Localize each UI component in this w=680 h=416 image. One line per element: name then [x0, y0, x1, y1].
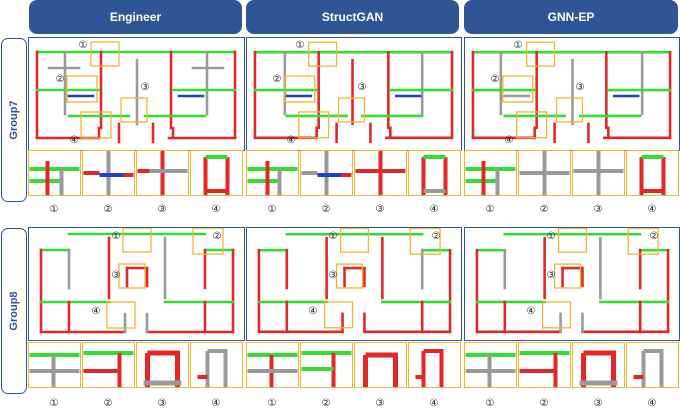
zoom-number: ④	[211, 204, 221, 215]
callout-number: ②	[431, 231, 441, 242]
zoom-number: ②	[103, 398, 113, 409]
zoom-number: ③	[375, 204, 385, 215]
group8-label: Group8	[8, 291, 20, 331]
zoom-number: ①	[49, 398, 59, 409]
gnn-ep-zoom-tile	[626, 150, 679, 196]
floor-plan-drawing	[257, 228, 452, 334]
group7-plan-engineer	[28, 37, 245, 151]
callout-number: ④	[308, 306, 318, 317]
floor-plan-drawing	[35, 41, 237, 144]
structgan-zoom-tile	[408, 150, 461, 196]
callout-number: ③	[140, 82, 150, 93]
gnn-ep-zoom-tile	[518, 342, 571, 388]
zoom-number: ②	[103, 204, 113, 215]
callout-number: ②	[272, 74, 282, 85]
zoom-number: ②	[321, 398, 331, 409]
group8-plan-engineer	[28, 227, 245, 341]
zoom-number: ④	[211, 398, 221, 409]
group8-zoom-tile	[136, 342, 189, 388]
callout-number: ②	[649, 231, 659, 242]
zoom-number: ③	[375, 398, 385, 409]
group7-plan-gnn-ep	[464, 37, 680, 151]
group7-zoom-tile	[28, 150, 81, 196]
structgan-zoom-tile	[300, 150, 353, 196]
structgan-zoom-tile	[300, 342, 353, 388]
callout-number: ③	[328, 270, 338, 281]
group7-zoom-tile	[136, 150, 189, 196]
column-header-label: StructGAN	[321, 10, 384, 24]
callout-number: ②	[55, 74, 65, 85]
callout-number: ①	[295, 40, 305, 51]
callout-number: ①	[78, 40, 88, 51]
gnn-ep-zoom-tile	[572, 342, 625, 388]
callout-number: ③	[575, 82, 585, 93]
callout-number: ③	[357, 82, 367, 93]
group8-plan-gnn-ep	[464, 227, 680, 341]
zoom-number: ①	[485, 204, 495, 215]
column-header-label: Engineer	[109, 10, 162, 24]
zoom-number: ④	[647, 398, 657, 409]
callout-number: ④	[504, 135, 514, 146]
zoom-number: ①	[267, 398, 277, 409]
column-header-gnn-ep: GNN-EP	[464, 0, 678, 34]
structgan-zoom-tile	[408, 342, 461, 388]
zoom-number: ④	[429, 398, 439, 409]
gnn-ep-zoom-tile	[518, 150, 571, 196]
zoom-number: ②	[539, 204, 549, 215]
floor-plan-drawing	[475, 228, 670, 334]
structgan-zoom-tile	[354, 342, 407, 388]
zoom-number: ①	[485, 398, 495, 409]
group7-zoom-tile	[82, 150, 135, 196]
group8-plan-structgan	[246, 227, 462, 341]
callout-number: ③	[546, 270, 556, 281]
zoom-number: ③	[157, 398, 167, 409]
group7-plan-structgan	[246, 37, 462, 151]
floor-plan-drawing	[471, 41, 672, 144]
group7-label: Group7	[8, 100, 20, 140]
group7-tab: Group7	[1, 38, 27, 202]
zoom-number: ④	[647, 204, 657, 215]
zoom-number: ③	[593, 398, 603, 409]
column-header-engineer: Engineer	[29, 0, 242, 34]
structgan-zoom-tile	[246, 150, 299, 196]
gnn-ep-zoom-tile	[464, 150, 517, 196]
structgan-zoom-tile	[354, 150, 407, 196]
gnn-ep-zoom-tile	[626, 342, 679, 388]
group7-zoom-tile	[190, 150, 243, 196]
gnn-ep-zoom-tile	[572, 150, 625, 196]
callout-number: ①	[328, 231, 338, 242]
zoom-number: ①	[267, 204, 277, 215]
gnn-ep-zoom-tile	[464, 342, 517, 388]
callout-number: ④	[69, 135, 79, 146]
column-header-structgan: StructGAN	[246, 0, 459, 34]
callout-number: ③	[111, 270, 121, 281]
zoom-number: ①	[49, 204, 59, 215]
callout-number: ①	[111, 231, 121, 242]
callout-number: ④	[286, 135, 296, 146]
zoom-number: ②	[321, 204, 331, 215]
floor-plan-drawing	[39, 228, 235, 334]
callout-number: ①	[513, 40, 523, 51]
structgan-zoom-tile	[246, 342, 299, 388]
callout-number: ④	[526, 306, 536, 317]
group8-tab: Group8	[1, 228, 27, 394]
zoom-number: ③	[593, 204, 603, 215]
callout-number: ④	[91, 306, 101, 317]
group8-zoom-tile	[82, 342, 135, 388]
floor-plan-drawing	[253, 41, 454, 144]
callout-number: ②	[490, 74, 500, 85]
zoom-number: ③	[157, 204, 167, 215]
zoom-number: ④	[429, 204, 439, 215]
callout-number: ②	[212, 231, 222, 242]
zoom-number: ②	[539, 398, 549, 409]
group8-zoom-tile	[190, 342, 243, 388]
column-header-label: GNN-EP	[547, 10, 595, 24]
callout-number: ①	[546, 231, 556, 242]
group8-zoom-tile	[28, 342, 81, 388]
